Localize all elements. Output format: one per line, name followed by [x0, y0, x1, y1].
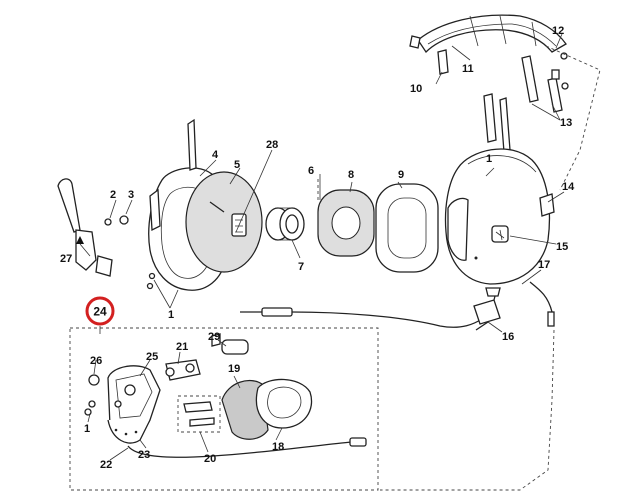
right-ear-cup	[444, 148, 555, 285]
callout-17: 17	[538, 259, 550, 271]
screw-small	[88, 400, 96, 408]
washer	[119, 215, 129, 225]
boom-pivot	[165, 359, 201, 381]
headband-assembly	[409, 14, 569, 153]
callout-5: 5	[234, 159, 240, 171]
callout-2: 2	[110, 189, 116, 201]
mic-assembly-inset-box	[69, 327, 379, 491]
mic-cable	[127, 437, 367, 458]
cord-and-plug	[240, 281, 555, 331]
callout-3: 3	[128, 189, 134, 201]
callout-22: 22	[100, 459, 112, 471]
callout-16: 16	[502, 331, 514, 343]
callout-8: 8	[348, 169, 354, 181]
callout-15: 15	[556, 241, 568, 253]
callout-25: 25	[146, 351, 158, 363]
mic-boom-bracket	[57, 178, 113, 277]
screw-small-2	[84, 408, 92, 416]
callout-28: 28	[266, 139, 278, 151]
callout-4: 4	[212, 149, 219, 161]
mic-housing	[107, 365, 161, 444]
nut	[88, 374, 100, 386]
ear-seal-disc	[185, 171, 263, 273]
callout-14: 14	[562, 181, 575, 193]
clip-set-20	[177, 395, 221, 433]
callout-23: 23	[138, 449, 150, 461]
callout-29: 29	[208, 331, 220, 343]
callout-1-top: 1	[486, 153, 492, 165]
foam-ring	[317, 189, 375, 257]
connector-fitting	[265, 207, 305, 241]
callout-6: 6	[308, 165, 314, 177]
callout-19: 19	[228, 363, 240, 375]
screw	[104, 218, 112, 226]
logo-badge-icon	[491, 225, 509, 243]
callout-11: 11	[462, 63, 474, 75]
leader-lines	[79, 33, 565, 461]
callout-24: 24	[93, 305, 107, 319]
mic-cushion-18	[255, 378, 313, 429]
callout-7: 7	[298, 261, 304, 273]
callout-24-highlight-ring	[85, 296, 115, 326]
callout-1-bottom: 1	[84, 423, 90, 435]
callout-21: 21	[176, 341, 188, 353]
callout-13: 13	[560, 117, 572, 129]
callout-9: 9	[398, 169, 404, 181]
callout-26: 26	[90, 355, 102, 367]
mic-element-29	[211, 333, 249, 355]
callout-27: 27	[60, 253, 72, 265]
callout-labels: 12 11 10 13 1 14 15 17 16 9 8 6 7 28 5 4…	[60, 25, 575, 471]
callout-1-mid: 1	[168, 309, 174, 321]
callout-20: 20	[204, 453, 216, 465]
callout-10: 10	[410, 83, 422, 95]
ear-seal-cushion	[375, 183, 439, 273]
callout-12: 12	[552, 25, 564, 37]
callout-18: 18	[272, 441, 284, 453]
